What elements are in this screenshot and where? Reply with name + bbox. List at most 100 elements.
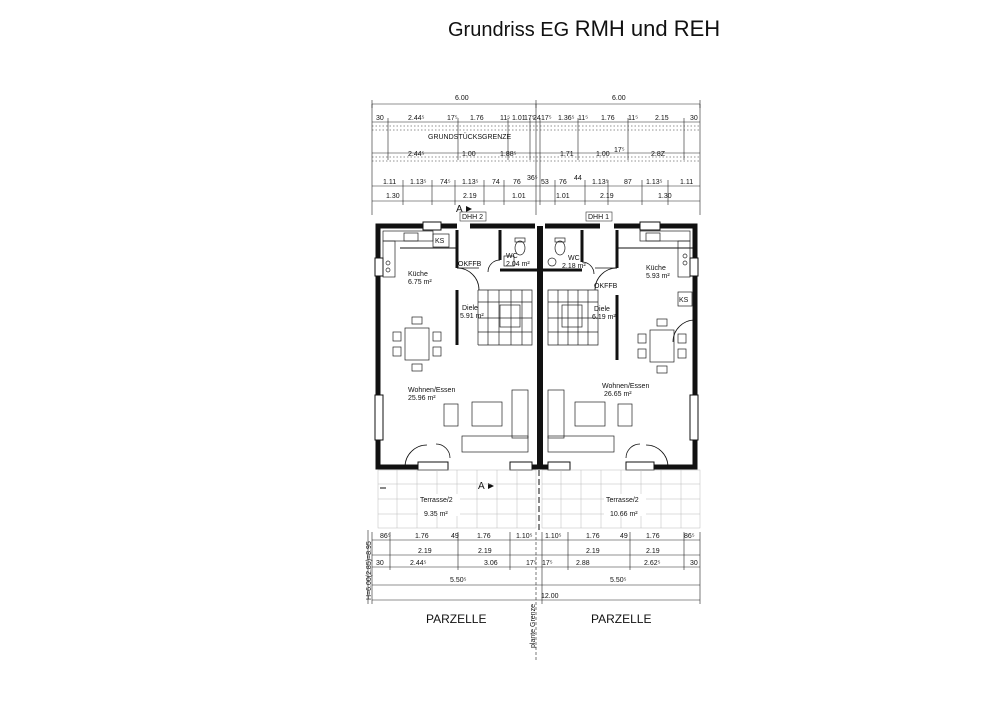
window-frames [374, 221, 699, 471]
dim-value: 1.36⁵ [558, 115, 575, 122]
kitchen-counter-right [639, 230, 691, 278]
room-area-terrasse-left: 9.35 m² [424, 511, 448, 518]
room-name-kueche-right: Küche [646, 265, 666, 272]
interior-walls [400, 230, 695, 360]
living-furniture-left [443, 389, 529, 453]
dim-value: 1.13⁵ [592, 179, 609, 186]
ks-label: KS [679, 297, 689, 304]
parcel-label-right: PARZELLE [591, 612, 651, 626]
room-area-terrasse-right: 10.66 m² [610, 511, 638, 518]
section-mark-bottom: A [478, 481, 494, 492]
dim-value: 1.30 [658, 193, 672, 200]
room-area-diele-left: 5.91 m² [460, 313, 484, 320]
dim-value: 2.88 [576, 560, 590, 567]
dim-value: 44 [574, 175, 582, 182]
dim-value: 1.13⁵ [646, 179, 663, 186]
dim-value: 17⁵ [614, 147, 625, 154]
dim-value: 1.00 [596, 151, 610, 158]
ks-label: KS [435, 238, 445, 245]
plan-title-part1: Grundriss EG [448, 19, 575, 41]
dim-value: 30 [690, 560, 698, 567]
room-area-kueche-left: 6.75 m² [408, 279, 432, 286]
room-name-wc-right: WC [568, 255, 580, 262]
dim-value: 1.13⁵ [462, 179, 479, 186]
staircase-left [477, 289, 533, 346]
dim-value: 2.15 [655, 115, 669, 122]
dim-bottom-row-1: 86⁵ 1.76 49 1.76 1.10⁵ 1.10⁵ 1.76 49 1.7… [380, 533, 695, 540]
dim-value: 30 [376, 115, 384, 122]
dim-value: 30 [690, 115, 698, 122]
dim-top-total-right: 6.00 [612, 95, 626, 102]
dim-value: 1.76 [601, 115, 615, 122]
section-mark-letter: A [478, 481, 485, 492]
dim-value: 1.10⁵ [545, 533, 562, 540]
dim-value: 1.01 [512, 115, 526, 122]
doors [404, 259, 696, 468]
height-note: H=6.00(2.85)=8.95 [366, 541, 373, 600]
dim-value: 1.30 [386, 193, 400, 200]
dim-bottom-row-3: 30 2.44⁵ 3.06 17⁵ 17⁵ 2.88 2.62⁵ 30 [376, 560, 698, 567]
dim-value: 17⁵ [524, 115, 535, 122]
dim-value: 1.71 [560, 151, 574, 158]
dim-value: 49 [451, 533, 459, 540]
dim-value: 3.06 [484, 560, 498, 567]
okffb-label-left: OKFFB [458, 261, 482, 268]
room-area-wc-left: 2.04 m² [506, 261, 530, 268]
room-name-terrasse-right: Terrasse/2 [606, 497, 639, 504]
room-area-wohnen-left: 25.96 m² [408, 395, 436, 402]
dim-value: 86⁵ [380, 533, 391, 540]
dim-value: 1.13⁵ [410, 179, 427, 186]
dim-value: 17⁵ [526, 560, 537, 567]
dim-value: 5.50⁵ [450, 577, 467, 584]
top-dimensions [371, 100, 701, 215]
room-name-wc-left: WC [506, 253, 518, 260]
dim-value: 11⁵ [628, 115, 638, 122]
staircase-right [547, 289, 599, 346]
grundstuecksgrenze-label: GRUNDSTÜCKSGRENZE [428, 133, 512, 141]
dim-value: 2.19 [478, 548, 492, 555]
dim-value: 2.19 [418, 548, 432, 555]
dim-value: 24 [533, 115, 541, 122]
unit-label-left: DHH 2 [459, 211, 487, 222]
dim-bottom-row-4: 5.50⁵ 5.50⁵ [450, 577, 627, 584]
dim-value: 2.19 [646, 548, 660, 555]
dim-value: 2.44⁵ [408, 115, 425, 122]
dim-value: 2.19 [463, 193, 477, 200]
dim-value: 11⁵ [500, 115, 510, 122]
dim-value: 1.76 [477, 533, 491, 540]
dim-value: 2.44⁵ [408, 151, 425, 158]
dim-top-total-left: 6.00 [455, 95, 469, 102]
exterior-walls [375, 223, 698, 470]
dim-value: 17⁵ [447, 115, 458, 122]
dim-row-4: 1.30 2.19 1.01 1.01 2.19 1.30 [386, 193, 672, 200]
dim-value: 1.11 [680, 179, 693, 186]
dim-value: 1.01 [512, 193, 526, 200]
dim-value: 53 [541, 179, 549, 186]
terrace-labels: Terrasse/2 9.35 m² Terrasse/2 10.66 m² [418, 494, 646, 518]
wc-fixtures-left [503, 237, 526, 267]
dim-row-1: 30 2.44⁵ 17⁵ 1.76 11⁵ 1.01 17⁵ 24 17⁵ 1.… [376, 115, 698, 122]
dim-value: 86⁵ [684, 533, 695, 540]
okffb-label-right: OKFFB [594, 283, 618, 290]
unit-label-text: DHH 2 [462, 214, 483, 221]
ks-box-right: KS [677, 291, 693, 307]
dim-value: 49 [620, 533, 628, 540]
wc-fixtures-right [547, 237, 566, 267]
dim-value: 74 [492, 179, 500, 186]
living-furniture-right [547, 389, 633, 453]
plan-title-part2: RMH und REH [574, 16, 721, 41]
room-name-terrasse-left: Terrasse/2 [420, 497, 453, 504]
geplante-grenze-label: plante Grenze [530, 604, 537, 648]
dim-value: 2.62⁵ [644, 560, 661, 567]
dim-value: 1.88⁵ [500, 151, 517, 158]
dim-value: 74⁵ [440, 179, 451, 186]
room-area-diele-right: 6.19 m² [592, 314, 616, 321]
section-mark-top: A [456, 204, 472, 215]
dim-value: 2.19 [600, 193, 614, 200]
dim-total-bottom: 12.00 [541, 593, 559, 600]
dim-value: 5.50⁵ [610, 577, 627, 584]
room-area-wc-right: 2.18 m² [562, 263, 586, 270]
dim-value: 1.11 [383, 179, 396, 186]
dim-value: 1.76 [470, 115, 484, 122]
